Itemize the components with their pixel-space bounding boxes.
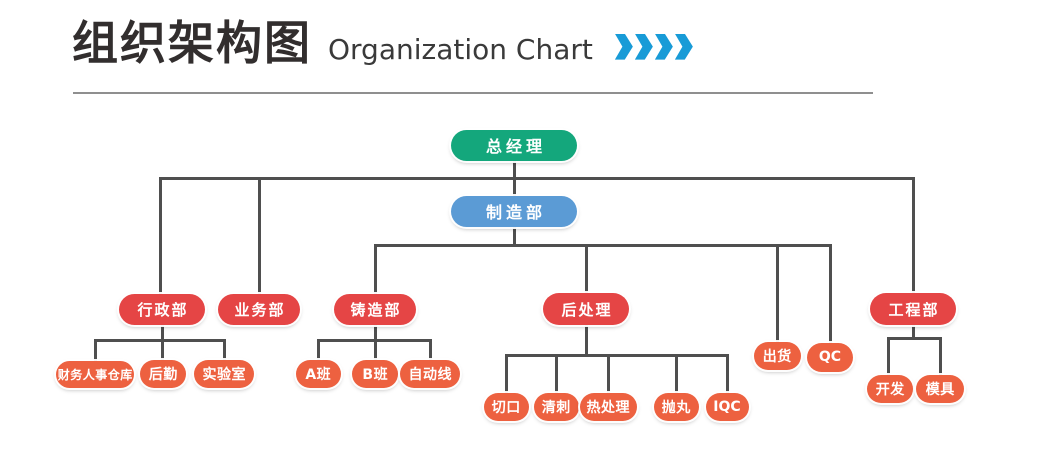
page-title-en: Organization Chart	[328, 32, 593, 66]
org-node-finance-hr-warehouse: 财务人事仓库	[56, 360, 134, 388]
chevron-icon	[654, 33, 673, 60]
connector-line	[828, 243, 832, 345]
page-header: 组织架构图 Organization Chart	[72, 18, 695, 69]
org-node-mold: 模具	[916, 375, 964, 403]
org-node-logistics: 后勤	[140, 360, 186, 388]
connector-line	[428, 338, 432, 363]
org-node-deburring: 清刺	[533, 393, 579, 421]
connector-line	[160, 322, 164, 363]
connector-line	[158, 176, 162, 296]
org-node-foundry-dept: 铸造部	[334, 293, 416, 325]
org-node-shot-blasting: 抛丸	[653, 393, 699, 421]
connector-line	[93, 338, 226, 342]
connector-line	[504, 353, 508, 396]
connector-line	[886, 336, 890, 378]
connector-line	[257, 176, 261, 296]
connector-line	[512, 158, 516, 180]
connector-line	[584, 323, 588, 357]
connector-line	[512, 176, 516, 198]
org-node-cutting: 切口	[483, 393, 529, 421]
connector-line	[725, 353, 729, 396]
connector-line	[938, 336, 942, 378]
org-node-laboratory: 实验室	[194, 360, 254, 388]
org-node-qc: QC	[807, 342, 853, 372]
connector-line	[911, 176, 915, 295]
org-node-manufacturing-dept: 制造部	[451, 195, 577, 227]
chevron-icon	[634, 33, 653, 60]
org-node-engineering-dept: 工程部	[870, 293, 956, 325]
connector-line	[316, 338, 432, 342]
connector-line	[512, 225, 516, 247]
org-node-iqc: IQC	[705, 393, 749, 421]
org-node-post-processing: 后处理	[543, 293, 629, 325]
page-title-zh: 组织架构图	[72, 16, 312, 70]
chevron-icon	[614, 33, 633, 60]
org-node-class-b: B班	[352, 360, 398, 388]
connector-line	[886, 336, 942, 340]
connector-line	[775, 243, 779, 345]
chevron-icon	[674, 33, 693, 60]
connector-line	[373, 243, 832, 247]
org-node-class-a: A班	[295, 360, 341, 388]
connector-line	[373, 322, 377, 363]
org-node-auto-line: 自动线	[400, 360, 460, 388]
connector-line	[606, 353, 610, 396]
org-node-heat-treatment: 热处理	[579, 393, 637, 421]
connector-line	[93, 338, 97, 363]
connector-line	[584, 243, 588, 295]
connector-line	[504, 353, 729, 357]
connector-line	[674, 353, 678, 396]
org-node-shipping: 出货	[753, 342, 801, 370]
chevron-arrows-icon	[614, 33, 695, 60]
connector-line	[911, 323, 915, 340]
connector-line	[373, 243, 377, 296]
header-divider	[73, 92, 873, 94]
org-node-admin-dept: 行政部	[119, 293, 205, 325]
org-node-business-dept: 业务部	[218, 293, 300, 325]
connector-line	[554, 353, 558, 396]
org-node-development: 开发	[867, 375, 913, 403]
org-node-general-manager: 总经理	[451, 129, 577, 161]
connector-line	[158, 176, 915, 180]
connector-line	[316, 338, 320, 363]
connector-line	[222, 338, 226, 363]
